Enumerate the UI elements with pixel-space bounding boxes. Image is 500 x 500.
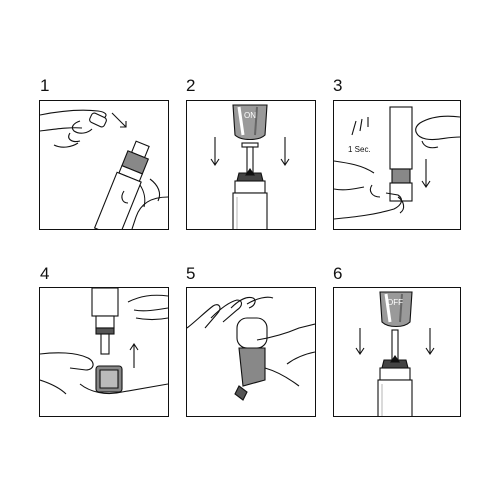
timer-label: 1 Sec.	[348, 145, 371, 154]
step-3-illustration	[334, 106, 460, 220]
step-number-1: 1	[40, 76, 50, 95]
cap-off-label: OFF	[387, 298, 403, 307]
step-5-panel	[186, 287, 316, 417]
step-1-illustration	[40, 109, 168, 229]
step-number-4: 4	[40, 264, 50, 283]
step-number-2: 2	[186, 76, 196, 95]
cap-on-label: ON	[244, 111, 256, 120]
step-1-panel	[39, 100, 169, 230]
step-6-illustration	[355, 291, 435, 416]
step-4-panel	[39, 287, 169, 417]
step-6-panel: OFF	[333, 287, 461, 417]
step-number-6: 6	[333, 264, 343, 283]
step-3-panel: 1 Sec.	[333, 100, 461, 230]
step-number-3: 3	[333, 76, 343, 95]
step-5-illustration	[187, 296, 315, 401]
step-2-illustration	[210, 104, 290, 229]
step-2-panel: ON	[186, 100, 316, 230]
step-number-5: 5	[186, 264, 196, 283]
step-4-illustration	[40, 288, 168, 395]
